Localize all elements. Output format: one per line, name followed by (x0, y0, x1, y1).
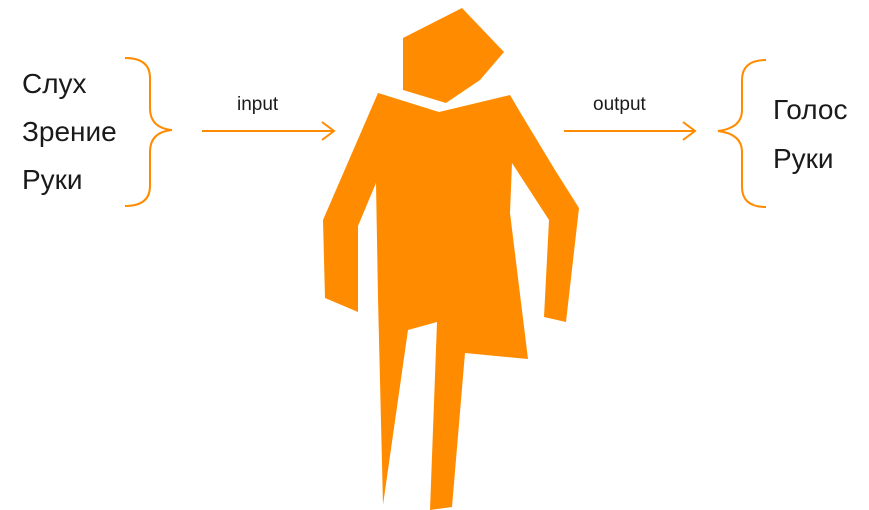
output-arrow (564, 122, 695, 140)
input-item-hands: Руки (22, 166, 83, 194)
figure-head (403, 8, 504, 103)
figure-body (323, 93, 579, 510)
output-brace (718, 60, 766, 207)
input-brace (125, 58, 172, 206)
input-item-vision: Зрение (22, 118, 117, 146)
input-arrow (202, 122, 334, 140)
human-figure (323, 8, 579, 510)
output-item-voice: Голос (773, 96, 847, 124)
output-label: output (593, 95, 646, 114)
input-item-hearing: Слух (22, 70, 87, 98)
output-item-hands: Руки (773, 145, 834, 173)
input-label: input (237, 95, 278, 114)
